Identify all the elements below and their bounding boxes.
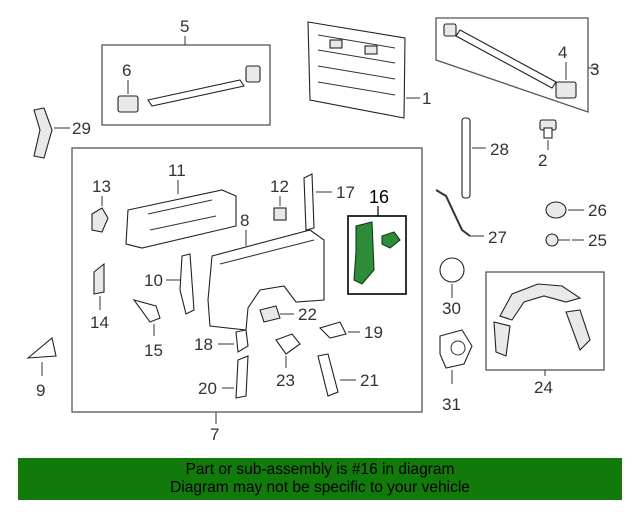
group-box-5: 5 6	[101, 17, 271, 126]
group-box-16-highlighted: 16	[347, 187, 407, 295]
callout-1: 1	[422, 89, 431, 108]
callout-31: 31	[442, 395, 461, 414]
banner-line-1: Part or sub-assembly is #16 in diagram	[185, 461, 455, 478]
callout-23: 23	[276, 371, 295, 390]
callout-13: 13	[92, 177, 111, 196]
info-banner: Part or sub-assembly is #16 in diagram D…	[18, 458, 622, 500]
callout-16: 16	[369, 187, 389, 207]
callout-9: 9	[36, 381, 45, 400]
callout-3: 3	[590, 60, 599, 79]
callout-24: 24	[534, 378, 553, 397]
part-25-screw: 25	[545, 231, 607, 250]
callout-28: 28	[490, 140, 509, 159]
part-5-strip	[147, 79, 245, 107]
part-16-clip	[381, 231, 401, 249]
part-13: 13	[91, 177, 111, 233]
part-27-cable: 27	[435, 189, 507, 247]
part-5-endcap	[245, 65, 261, 83]
part-16-bracket	[353, 221, 375, 285]
callout-25: 25	[588, 231, 607, 250]
group-box-7: 7	[71, 147, 423, 444]
callout-27: 27	[488, 228, 507, 247]
part-9: 9	[26, 336, 57, 400]
part-28-strut: 28	[461, 117, 509, 199]
callout-8: 8	[240, 211, 249, 230]
callout-12: 12	[270, 177, 289, 196]
part-14: 14	[90, 262, 109, 332]
part-29-hinge: 29	[33, 107, 91, 159]
callout-15: 15	[144, 341, 163, 360]
callout-22: 22	[298, 305, 317, 324]
part-10: 10	[144, 253, 195, 315]
part-30-cap: 30	[439, 257, 465, 318]
callout-20: 20	[198, 379, 217, 398]
callout-29: 29	[72, 119, 91, 138]
banner-line-2: Diagram may not be specific to your vehi…	[170, 479, 470, 496]
part-8-outer-panel: 8	[207, 211, 325, 331]
part-1-tailgate: 1	[307, 21, 431, 119]
callout-2: 2	[538, 151, 547, 170]
part-21: 21	[317, 353, 379, 397]
callout-7: 7	[210, 425, 219, 444]
part-20: 20	[198, 355, 249, 399]
part-3-strip	[455, 29, 557, 89]
callout-18: 18	[194, 335, 213, 354]
part-2-bolt: 2	[538, 119, 557, 170]
callout-11: 11	[168, 161, 186, 180]
parts-diagram: 5 6 1 3 4 29 2	[26, 17, 607, 444]
group-box-24: 24	[485, 271, 605, 397]
part-6-cap	[117, 95, 139, 113]
callout-10: 10	[144, 271, 163, 290]
callout-30: 30	[442, 299, 461, 318]
callout-19: 19	[364, 323, 383, 342]
part-11-panel: 11	[125, 161, 237, 249]
callout-17: 17	[336, 183, 355, 202]
part-31-housing: 31	[439, 329, 473, 414]
callout-26: 26	[588, 201, 607, 220]
part-18: 18	[194, 329, 249, 354]
callout-14: 14	[90, 313, 109, 332]
callout-21: 21	[360, 371, 379, 390]
part-12: 12	[270, 177, 289, 221]
part-15: 15	[132, 299, 163, 360]
part-23: 23	[275, 333, 301, 390]
callout-5: 5	[180, 17, 189, 36]
callout-4: 4	[558, 43, 567, 62]
part-17: 17	[303, 173, 355, 231]
part-4-cap	[555, 81, 577, 99]
callout-6: 6	[122, 61, 131, 80]
part-22: 22	[259, 305, 317, 324]
part-26-grommet: 26	[545, 201, 607, 220]
part-19: 19	[318, 321, 383, 342]
group-box-3: 3 4	[435, 17, 599, 113]
